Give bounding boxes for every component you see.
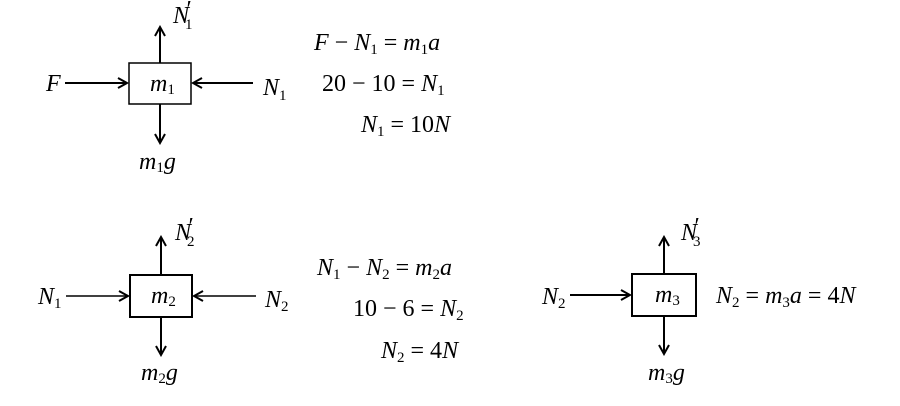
equation-line: N2 = m3a = 4N <box>715 283 857 311</box>
weight-label: m1g <box>139 149 176 176</box>
fbd-m3: m3 N3′ m3g N2 <box>541 214 701 387</box>
equation-line: N1 − N2 = m2a <box>316 255 452 283</box>
force-f-label: F <box>45 71 61 97</box>
weight-label: m3g <box>648 360 685 387</box>
normal-prime-label: N3′ <box>680 214 701 250</box>
weight-label: m2g <box>141 360 178 387</box>
fbd-m2: m2 N2′ m2g N1 N2 <box>37 214 289 387</box>
n1-label: N1 <box>262 75 287 104</box>
equation-line: N1 = 10N <box>360 112 452 140</box>
equation-line: 10 − 6 = N2 <box>353 296 464 324</box>
equation-line: 20 − 10 = N1 <box>322 71 445 99</box>
n1-label: N1 <box>37 284 62 312</box>
mass-label: m <box>151 283 168 309</box>
svg-text:m2: m2 <box>151 283 176 310</box>
equations-m1: F − N1 = m1a 20 − 10 = N1 N1 = 10N <box>313 30 452 140</box>
mass-label: m <box>655 282 672 308</box>
svg-text:m1: m1 <box>150 71 175 98</box>
equations-m2: N1 − N2 = m2a 10 − 6 = N2 N2 = 4N <box>316 255 464 366</box>
n2-label: N2 <box>264 287 289 315</box>
equation-line: N2 = 4N <box>380 338 460 366</box>
normal-prime-label: N1′ <box>172 0 193 33</box>
n2-label: N2 <box>541 284 566 312</box>
normal-prime-label: N2′ <box>174 214 195 250</box>
mass-label: m <box>150 71 167 97</box>
svg-text:m3: m3 <box>655 282 680 309</box>
equation-line: F − N1 = m1a <box>313 30 440 58</box>
equations-m3: N2 = m3a = 4N <box>715 283 857 311</box>
fbd-m1: m1 N1′ m1g F N1 <box>45 0 287 176</box>
mass-box-m1 <box>128 62 192 105</box>
